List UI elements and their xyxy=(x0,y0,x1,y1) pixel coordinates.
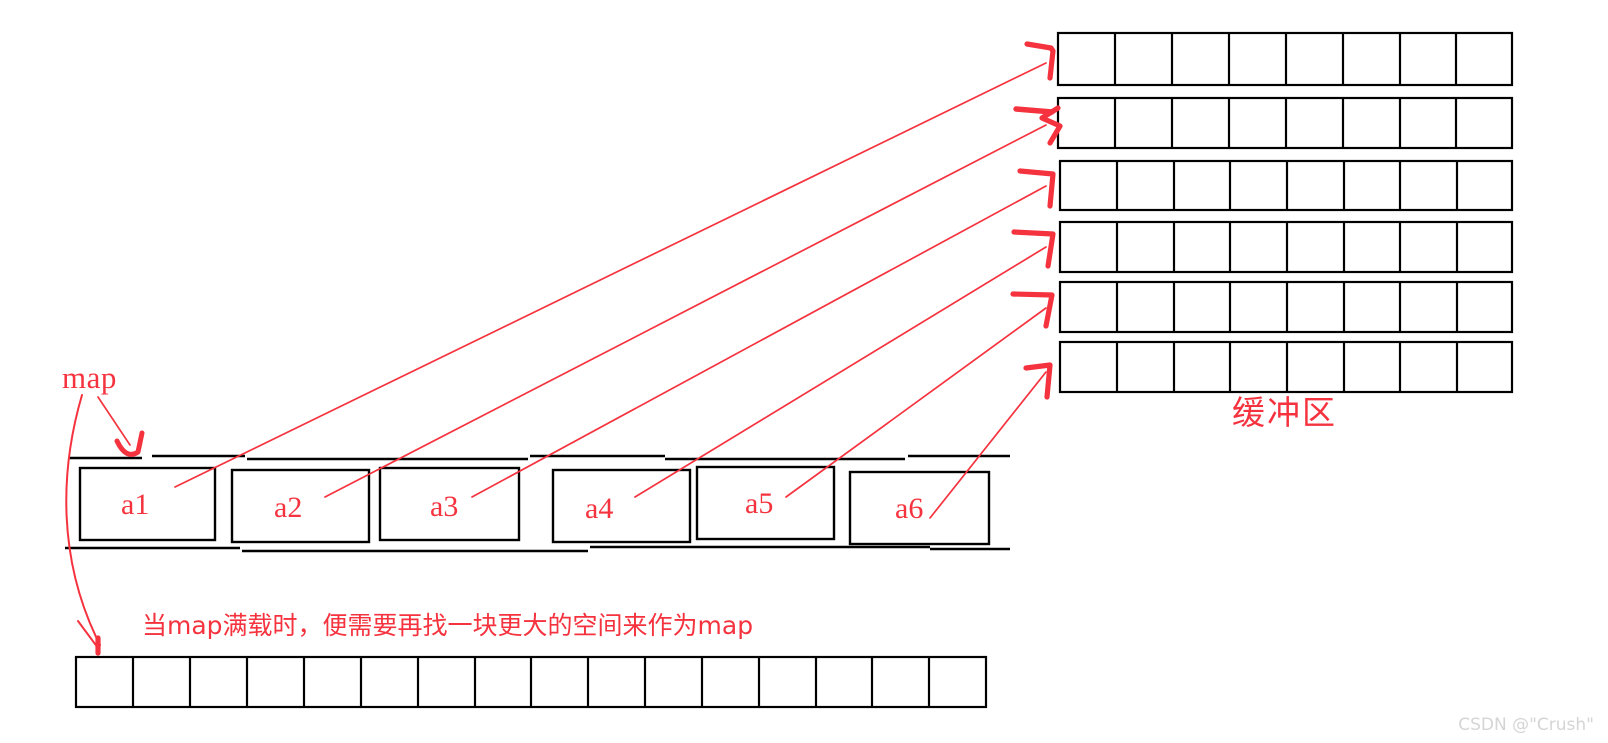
pointer-arrows-group xyxy=(174,41,1063,519)
map-full-note: 当map满载时，便需要再找一块更大的空间来作为map xyxy=(142,611,754,640)
map-label-arrow xyxy=(97,396,145,457)
map-cells-group xyxy=(78,465,991,546)
pointer-arrow-a4 xyxy=(634,229,1056,498)
map-to-new-array-arrow xyxy=(65,394,101,656)
map-cell-box-a3 xyxy=(378,466,521,542)
buffer-zone-label: 缓冲区 xyxy=(1232,393,1337,432)
pointer-arrow-a3 xyxy=(471,168,1056,498)
buffer-row-6 xyxy=(1058,340,1514,394)
map-label: map xyxy=(62,360,117,395)
buffer-row-1 xyxy=(1056,31,1514,87)
buffer-row-3 xyxy=(1058,159,1514,212)
map-cell-label-a1: a1 xyxy=(121,488,150,521)
map-cell-label-a6: a6 xyxy=(895,492,924,525)
map-cell-box-a5 xyxy=(695,465,836,541)
csdn-watermark: CSDN @"Crush" xyxy=(1458,715,1594,735)
map-cell-label-a4: a4 xyxy=(585,492,614,525)
map-container-rails xyxy=(65,454,1010,553)
buffer-row-2 xyxy=(1056,96,1514,150)
buffer-row-4 xyxy=(1058,220,1514,274)
pointer-arrow-a2 xyxy=(324,105,1063,498)
buffer-row-5 xyxy=(1058,280,1514,334)
map-cell-label-a2: a2 xyxy=(274,491,303,524)
buffer-rows-group xyxy=(1056,31,1514,394)
pointer-arrow-a1 xyxy=(174,41,1056,488)
map-cell-label-a5: a5 xyxy=(745,487,774,520)
new-map-array-group xyxy=(74,655,988,709)
pointer-arrow-a6 xyxy=(929,362,1053,519)
map-cell-label-a3: a3 xyxy=(430,490,459,523)
map-cell-box-a1 xyxy=(78,466,217,542)
pointer-arrow-a5 xyxy=(785,291,1055,498)
map-cell-box-a6 xyxy=(848,470,991,546)
map-cell-box-a4 xyxy=(551,468,692,544)
map-cell-box-a2 xyxy=(230,468,371,544)
